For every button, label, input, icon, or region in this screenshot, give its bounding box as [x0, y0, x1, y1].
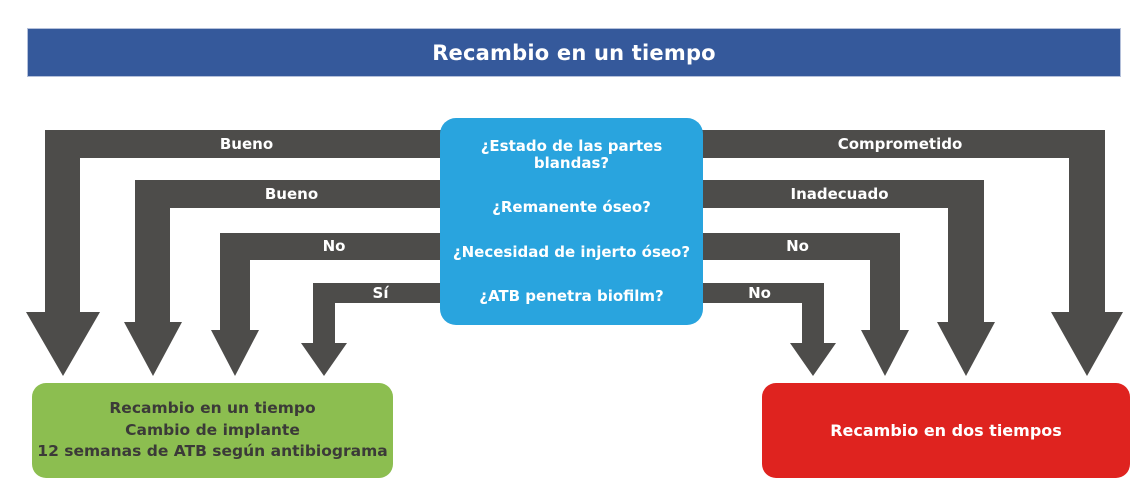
outcome-line: 12 semanas de ATB según antibiograma — [37, 442, 388, 461]
outcome-label: Recambio en dos tiempos — [830, 421, 1062, 440]
arrow-label-bar: Bueno — [45, 130, 448, 158]
arrowhead-down-icon — [211, 330, 259, 376]
decision-box: ¿Estado de las partes blandas? ¿Remanent… — [440, 118, 703, 325]
branch-label: Inadecuado — [790, 184, 889, 203]
arrow-label-bar: Inadecuado — [695, 180, 984, 208]
question-bone-stock: ¿Remanente óseo? — [492, 198, 651, 217]
arrow-stem — [802, 283, 824, 343]
arrow-stem — [1069, 130, 1105, 312]
arrowhead-down-icon — [124, 322, 182, 376]
branch-label: Sí — [372, 283, 389, 302]
outcome-line: Cambio de implante — [125, 420, 300, 439]
arrowhead-down-icon — [861, 330, 909, 376]
arrowhead-down-icon — [937, 322, 995, 376]
question-bone-graft: ¿Necesidad de injerto óseo? — [452, 242, 691, 261]
branch-label: No — [786, 237, 809, 255]
arrowhead-down-icon — [1051, 312, 1123, 376]
arrow-label-bar: Comprometido — [695, 130, 1105, 158]
arrow-stem — [135, 180, 170, 322]
arrowhead-down-icon — [301, 343, 347, 376]
question-soft-tissue: ¿Estado de las partes blandas? — [480, 137, 663, 172]
outcome-line: Recambio en un tiempo — [109, 399, 316, 418]
arrow-stem — [948, 180, 984, 322]
branch-label: Comprometido — [837, 134, 963, 153]
branch-label: Bueno — [264, 184, 319, 203]
page-title: Recambio en un tiempo — [432, 40, 716, 65]
branch-label: Bueno — [219, 134, 274, 153]
question-biofilm: ¿ATB penetra biofilm? — [479, 287, 664, 306]
branch-label: No — [748, 283, 771, 302]
outcome-box-two-stage: Recambio en dos tiempos — [762, 383, 1130, 478]
arrow-stem — [220, 233, 250, 330]
arrow-label-bar: Sí — [313, 283, 448, 303]
arrow-stem — [313, 283, 335, 343]
arrow-label-bar: No — [220, 233, 448, 260]
branch-label: No — [322, 237, 346, 255]
arrowhead-down-icon — [790, 343, 836, 376]
arrow-stem — [870, 233, 900, 330]
arrow-stem — [45, 130, 80, 312]
arrow-label-bar: Bueno — [135, 180, 448, 208]
outcome-box-one-stage: Recambio en un tiempo Cambio de implante… — [32, 383, 393, 478]
title-bar: Recambio en un tiempo — [27, 28, 1121, 77]
arrowhead-down-icon — [26, 312, 100, 376]
arrow-label-bar: No — [695, 283, 824, 303]
arrow-label-bar: No — [695, 233, 900, 260]
